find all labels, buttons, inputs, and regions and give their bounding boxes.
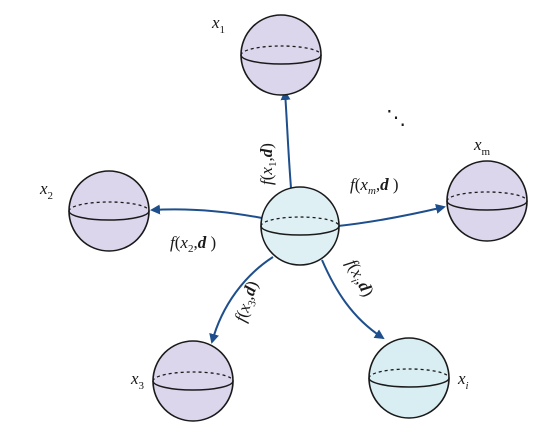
arrow-to-x2	[150, 204, 263, 219]
edge-label-x2: f(x2,d )	[170, 233, 216, 255]
sphere-x3	[152, 340, 234, 422]
sphere-x1	[240, 14, 322, 96]
arrow-to-xm	[337, 203, 446, 227]
sphere-xm	[446, 160, 528, 242]
sphere-x2	[68, 170, 150, 252]
arrow-to-x3	[209, 256, 274, 344]
edge-label-x1: f(x1,d)	[257, 143, 279, 185]
edge-label-xm: f(xm,d )	[350, 175, 399, 197]
label-x1: x1	[211, 13, 225, 36]
arrow-to-x1	[280, 90, 292, 189]
sphere-xi	[368, 337, 450, 419]
ellipsis: ⋱	[386, 107, 406, 129]
edge-label-x3: f(x3,d)	[231, 279, 265, 326]
label-x3: x3	[130, 369, 145, 392]
label-xm: xm	[473, 135, 491, 158]
label-x2: x2	[39, 179, 53, 202]
sphere-center	[260, 186, 340, 266]
edges	[150, 90, 446, 344]
label-xi: xi	[457, 369, 469, 392]
arrow-to-xi	[321, 259, 385, 340]
edge-label-xi: f(xi,d)	[340, 256, 378, 301]
